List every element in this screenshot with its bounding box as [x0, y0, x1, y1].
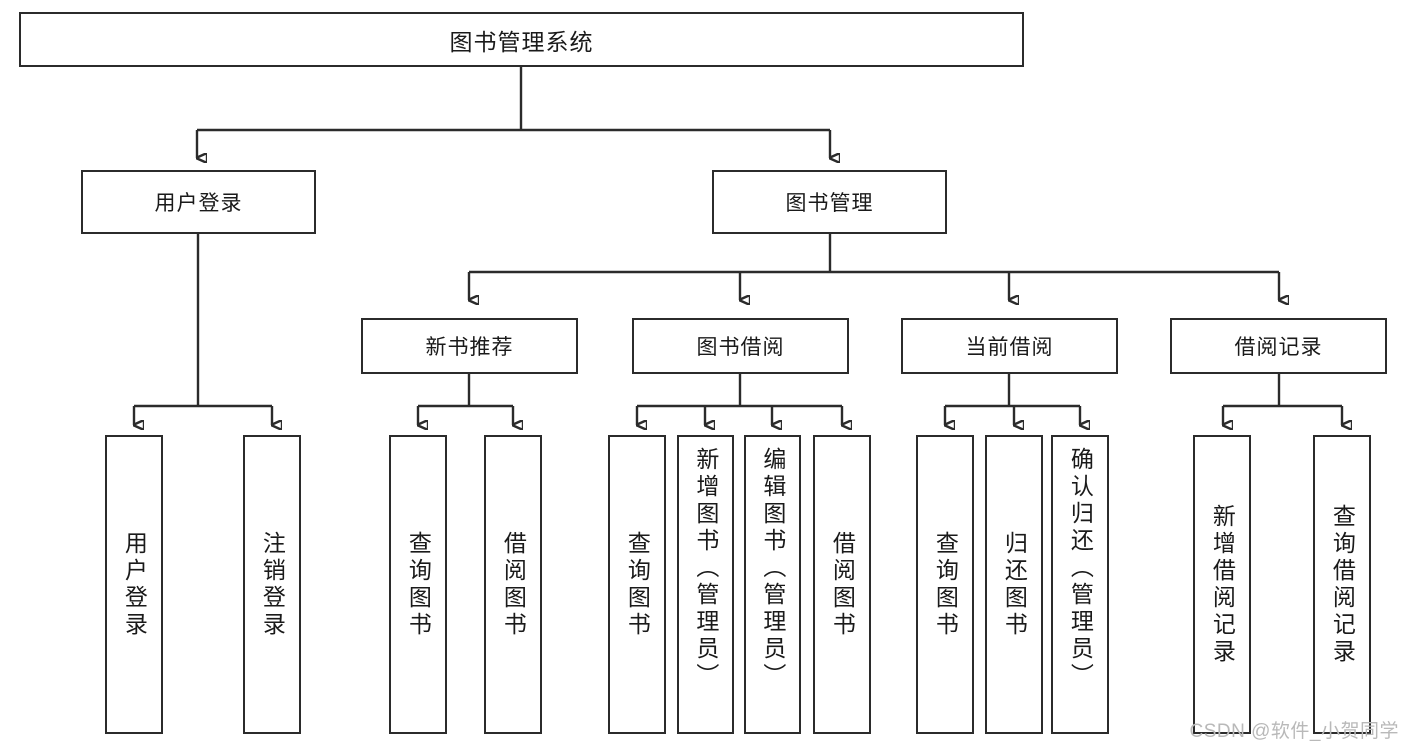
leaf-label: 借阅图书 [829, 530, 856, 639]
node-book-management[interactable]: 图书管理 [712, 170, 947, 234]
leaf-label: 归还图书 [1001, 530, 1028, 639]
node-user-login[interactable]: 用户登录 [81, 170, 316, 234]
leaf-query-book-borrow[interactable]: 查询图书 [608, 435, 666, 734]
node-label: 图书管理 [785, 192, 874, 215]
node-label: 图书借阅 [696, 336, 785, 359]
leaf-query-borrow-record[interactable]: 查询借阅记录 [1313, 435, 1371, 734]
leaf-user-login[interactable]: 用户登录 [105, 435, 163, 734]
leaf-label: 查询图书 [405, 530, 432, 639]
leaf-edit-book-admin[interactable]: 编辑图书（管理员） [744, 435, 801, 734]
node-root-book-management-system[interactable]: 图书管理系统 [19, 12, 1024, 67]
leaf-label: 编辑图书（管理员） [759, 447, 786, 690]
leaf-borrow-book[interactable]: 借阅图书 [813, 435, 871, 734]
leaf-confirm-return-admin[interactable]: 确认归还（管理员） [1051, 435, 1109, 734]
leaf-label: 确认归还（管理员） [1067, 447, 1094, 690]
watermark: CSDN @软件_小贺同学 [1189, 721, 1399, 742]
leaf-label: 查询图书 [624, 530, 651, 639]
leaf-add-book-admin[interactable]: 新增图书（管理员） [677, 435, 734, 734]
node-current-borrow[interactable]: 当前借阅 [901, 318, 1118, 374]
leaf-borrow-book-recommend[interactable]: 借阅图书 [484, 435, 542, 734]
leaf-label: 查询图书 [932, 530, 959, 639]
leaf-label: 新增图书（管理员） [692, 447, 719, 690]
node-new-book-recommend[interactable]: 新书推荐 [361, 318, 578, 374]
leaf-label: 借阅图书 [500, 530, 527, 639]
leaf-return-book[interactable]: 归还图书 [985, 435, 1043, 734]
leaf-logout-login[interactable]: 注销登录 [243, 435, 301, 734]
leaf-label: 注销登录 [259, 530, 286, 639]
node-label: 当前借阅 [965, 336, 1054, 359]
leaf-label: 新增借阅记录 [1209, 503, 1236, 666]
node-label: 新书推荐 [425, 336, 514, 359]
leaf-add-borrow-record[interactable]: 新增借阅记录 [1193, 435, 1251, 734]
leaf-label: 用户登录 [121, 530, 148, 639]
leaf-query-book-current[interactable]: 查询图书 [916, 435, 974, 734]
node-book-borrow[interactable]: 图书借阅 [632, 318, 849, 374]
node-borrow-record[interactable]: 借阅记录 [1170, 318, 1387, 374]
node-label: 图书管理系统 [449, 28, 594, 55]
node-label: 用户登录 [154, 192, 243, 215]
leaf-query-book-recommend[interactable]: 查询图书 [389, 435, 447, 734]
leaf-label: 查询借阅记录 [1329, 503, 1356, 666]
node-label: 借阅记录 [1234, 336, 1323, 359]
